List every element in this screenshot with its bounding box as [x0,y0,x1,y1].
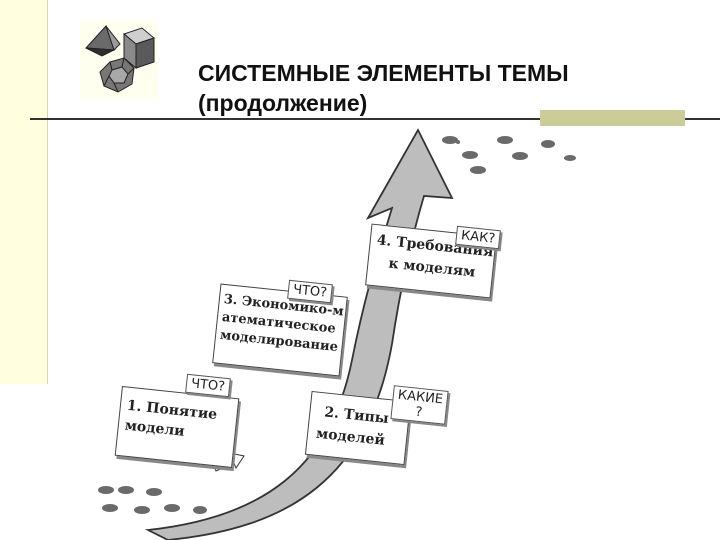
left-decor-line [47,0,48,384]
card-concept-label: 1. Понятие модели [124,397,218,440]
slide-title: СИСТЕМНЫЕ ЭЛЕМЕНТЫ ТЕМЫ (продолжение) [198,58,569,118]
card-concept: 1. Понятие модели [114,386,240,468]
slide-title-line1: СИСТЕМНЫЕ ЭЛЕМЕНТЫ ТЕМЫ [198,60,569,86]
slide-title-line2: (продолжение) [198,90,368,116]
left-decor-band [0,0,47,384]
footprints-icon [98,136,576,514]
polyhedra-icon [80,20,158,100]
title-accent-block [540,110,685,126]
title-underline [30,118,720,120]
card-types-line2: моделей [315,425,386,449]
card-requirements-line2: к моделям [387,255,476,281]
tag-types: КАКИЕ ? [390,385,449,425]
card-types-line1: 2. Типы [323,404,390,428]
